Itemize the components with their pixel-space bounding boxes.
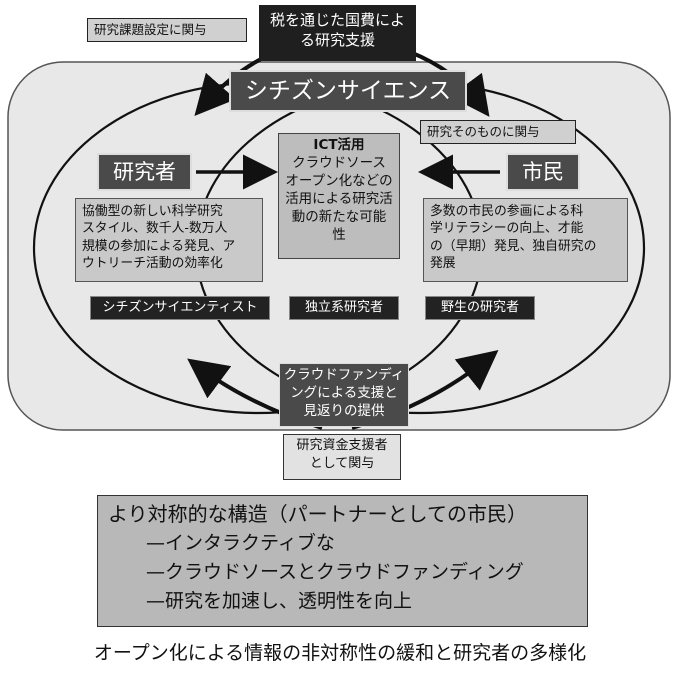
summary-title: より対称的な構造（パートナーとしての市民） [108, 502, 527, 526]
center-line-1: ICT活用 [313, 137, 365, 153]
citizen-description: 多数の市民の参画による科 学リテラシーの向上、才能 の（早期）発見、独自研究の … [423, 198, 628, 282]
center-line-5: 動の新たな可能 [291, 208, 387, 225]
center-line-3: オープン化などの [285, 172, 393, 189]
top-left-label: 研究課題設定に関与 [87, 18, 247, 42]
citizen-desc-line-1: 多数の市民の参画による科 [430, 204, 584, 219]
crowdfunding-box: クラウドファンディ ングによる支援と 見返りの提供 [279, 363, 409, 427]
researcher-desc-line-1: 協働型の新しい科学研究 [82, 204, 223, 219]
summary-item-3: —研究を加速し、透明性を向上 [146, 590, 413, 612]
summary-box: より対称的な構造（パートナーとしての市民） —インタラクティブな —クラウドソー… [97, 495, 588, 627]
crowdfunding-line-1: クラウドファンディ [283, 367, 405, 383]
tag-citizen-scientist: シチズンサイエンティスト [90, 296, 270, 320]
center-line-6: 性 [332, 226, 346, 243]
citizen-science-banner: シチズンサイエンス [229, 70, 467, 112]
citizen-actor: 市民 [506, 153, 580, 191]
tax-support-line-2: る研究支援 [299, 30, 375, 49]
research-involvement-label: 研究そのものに関与 [420, 120, 576, 144]
summary-item-2: —クラウドソースとクラウドファンディング [146, 561, 524, 583]
ict-center-box: ICT活用 クラウドソース オープン化などの 活用による研究活 動の新たな可能 … [278, 133, 400, 259]
tag-independent-researcher: 独立系研究者 [289, 296, 399, 320]
citizen-desc-line-3: の（早期）発見、独自研究の [430, 238, 597, 254]
tax-support-line-1: 税を通じた国費によ [269, 11, 405, 29]
summary-item-1: —インタラクティブな [146, 532, 335, 554]
researcher-actor: 研究者 [97, 153, 192, 191]
tag-wild-researcher: 野生の研究者 [425, 296, 535, 320]
researcher-desc-line-2: スタイル、数千人-数万人 [82, 221, 228, 237]
researcher-description: 協働型の新しい科学研究 スタイル、数千人-数万人 規模の参加による発見、ア ウト… [75, 198, 263, 282]
tax-support-box: 税を通じた国費によ る研究支援 [259, 5, 416, 61]
researcher-desc-line-4: ウトリーチ活動の効率化 [82, 255, 223, 271]
funder-line-1: 研究資金支援者 [296, 438, 388, 453]
center-line-4: 活用による研究活 [285, 190, 393, 207]
center-line-2: クラウドソース [292, 154, 386, 171]
funder-line-2: として関与 [309, 456, 375, 472]
funder-box: 研究資金支援者 として関与 [283, 434, 401, 480]
researcher-desc-line-3: 規模の参加による発見、ア [82, 238, 236, 254]
citizen-desc-line-2: 学リテラシーの向上、才能 [430, 221, 584, 237]
figure-caption: オープン化による情報の非対称性の緩和と研究者の多様化 [93, 642, 587, 664]
citizen-desc-line-4: 発展 [430, 255, 456, 271]
crowdfunding-line-3: 見返りの提供 [303, 403, 385, 420]
crowdfunding-line-2: ングによる支援と [290, 385, 398, 402]
